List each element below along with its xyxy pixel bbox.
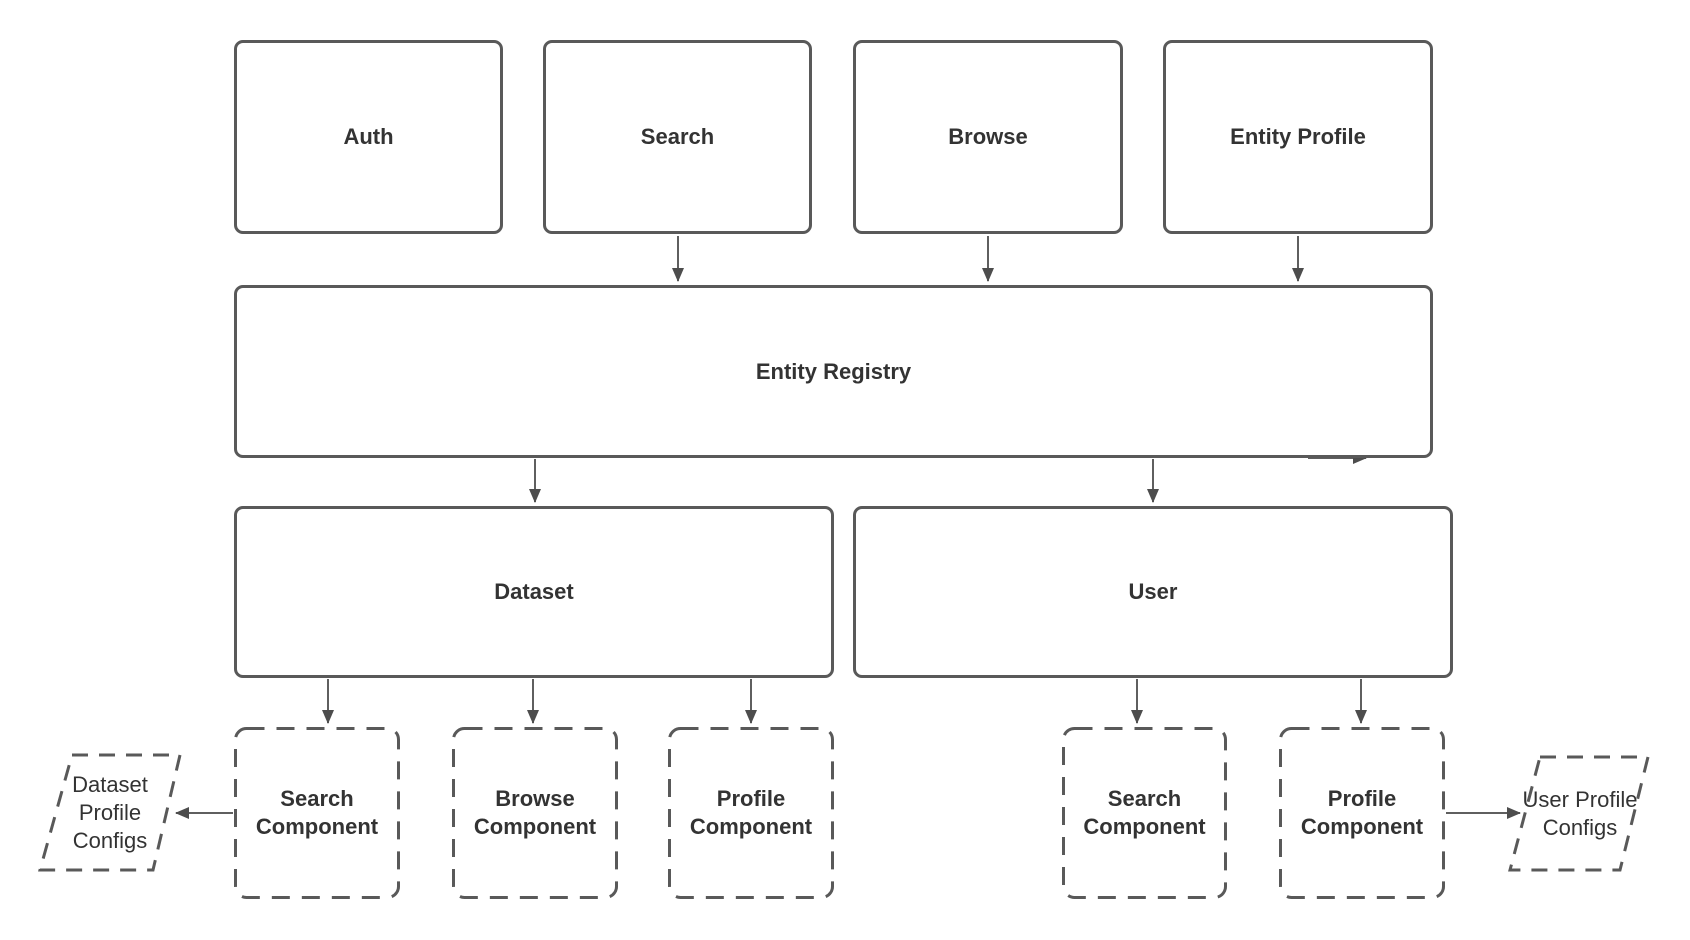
node-user-label: User <box>1128 579 1178 604</box>
node-dataset-browse-component: Browse Component <box>452 727 618 899</box>
node-dataset-search-component: Search Component <box>234 727 400 899</box>
node-auth-label: Auth <box>343 124 394 149</box>
node-user-search-component: Search Component <box>1062 727 1227 899</box>
node-browse-label: Browse <box>948 124 1028 149</box>
node-user-search-component-label: Search Component <box>1083 786 1206 839</box>
node-entity-registry: Entity Registry <box>234 285 1433 458</box>
node-user-profile-component-label: Profile Component <box>1300 786 1424 839</box>
node-dataset-profile-component: Profile Component <box>668 727 834 899</box>
node-dataset-search-component-label: Search Component <box>255 786 379 839</box>
node-user-profile-component: Profile Component <box>1279 727 1445 899</box>
node-user-profile-configs-label: User Profile Configs <box>1522 786 1638 840</box>
node-dataset-browse-component-label: Browse Component <box>473 786 597 839</box>
node-dataset-profile-configs: Dataset Profile Configs <box>36 751 184 874</box>
dataset-profile-configs-shape <box>38 753 182 872</box>
node-entity-profile-label: Entity Profile <box>1230 124 1366 149</box>
node-user-profile-configs: User Profile Configs <box>1506 753 1654 874</box>
node-browse: Browse <box>853 40 1123 234</box>
node-dataset: Dataset <box>234 506 834 678</box>
node-dataset-profile-component-label: Profile Component <box>689 786 813 839</box>
node-dataset-profile-configs-label: Dataset Profile Configs <box>72 771 148 853</box>
node-auth: Auth <box>234 40 503 234</box>
node-entity-registry-label: Entity Registry <box>755 358 912 384</box>
node-search-label: Search <box>640 124 715 149</box>
node-user: User <box>853 506 1453 678</box>
node-dataset-label: Dataset <box>494 579 574 604</box>
node-entity-profile: Entity Profile <box>1163 40 1433 234</box>
node-search: Search <box>543 40 812 234</box>
user-profile-configs-shape <box>1508 755 1650 872</box>
